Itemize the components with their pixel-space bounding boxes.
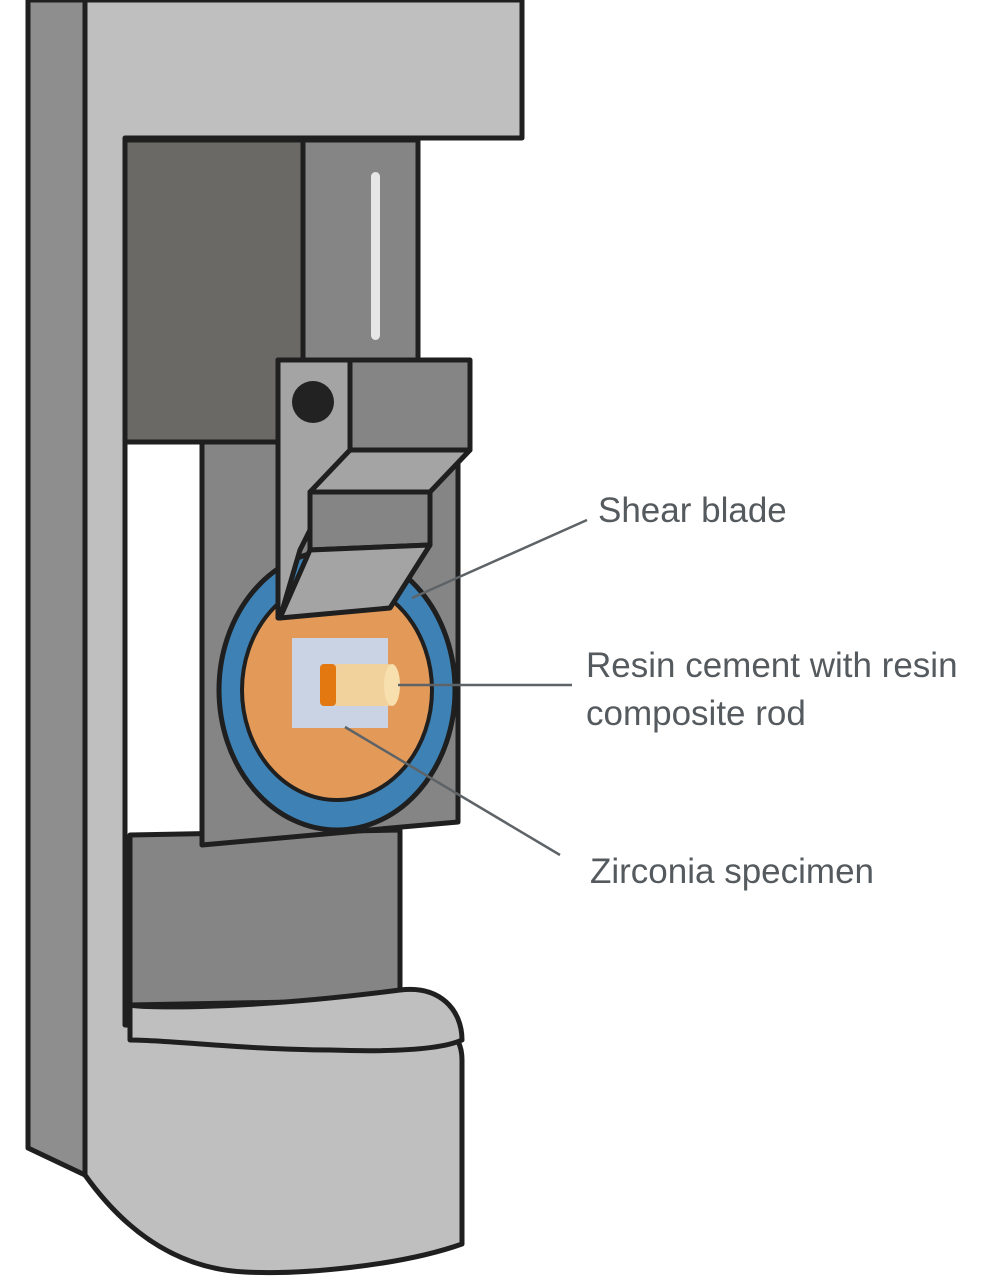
crosshead-column bbox=[300, 137, 421, 365]
resin-cement-layer bbox=[320, 664, 336, 706]
specimen-mount bbox=[216, 547, 458, 833]
crosshead-highlight bbox=[371, 172, 380, 340]
leader-zirconia bbox=[344, 725, 561, 857]
blade-cutting-face bbox=[277, 542, 433, 621]
pedestal-cylinder bbox=[127, 827, 403, 1008]
shear-blade-assembly bbox=[275, 357, 473, 621]
machine-frame bbox=[25, 0, 525, 1276]
resin-composite-rod bbox=[332, 664, 394, 706]
leader-shear-blade bbox=[411, 518, 588, 600]
lower-housing bbox=[127, 827, 465, 1054]
label-resin-cement-line1: Resin cement with resin bbox=[586, 646, 958, 685]
label-shear-blade: Shear blade bbox=[598, 491, 787, 530]
label-zirconia-specimen: Zirconia specimen bbox=[590, 852, 874, 891]
callout-labels: Shear blade Resin cement with resin comp… bbox=[586, 491, 958, 891]
pivot-pin-icon bbox=[292, 381, 334, 423]
base-cap-top bbox=[127, 986, 465, 1054]
leader-lines bbox=[344, 518, 588, 857]
label-resin-cement-line2: composite rod bbox=[586, 694, 806, 733]
blade-front-face bbox=[307, 489, 433, 553]
upper-recess-panel bbox=[122, 137, 306, 445]
column-side-face bbox=[25, 0, 88, 1178]
rod-end-face bbox=[384, 664, 400, 706]
